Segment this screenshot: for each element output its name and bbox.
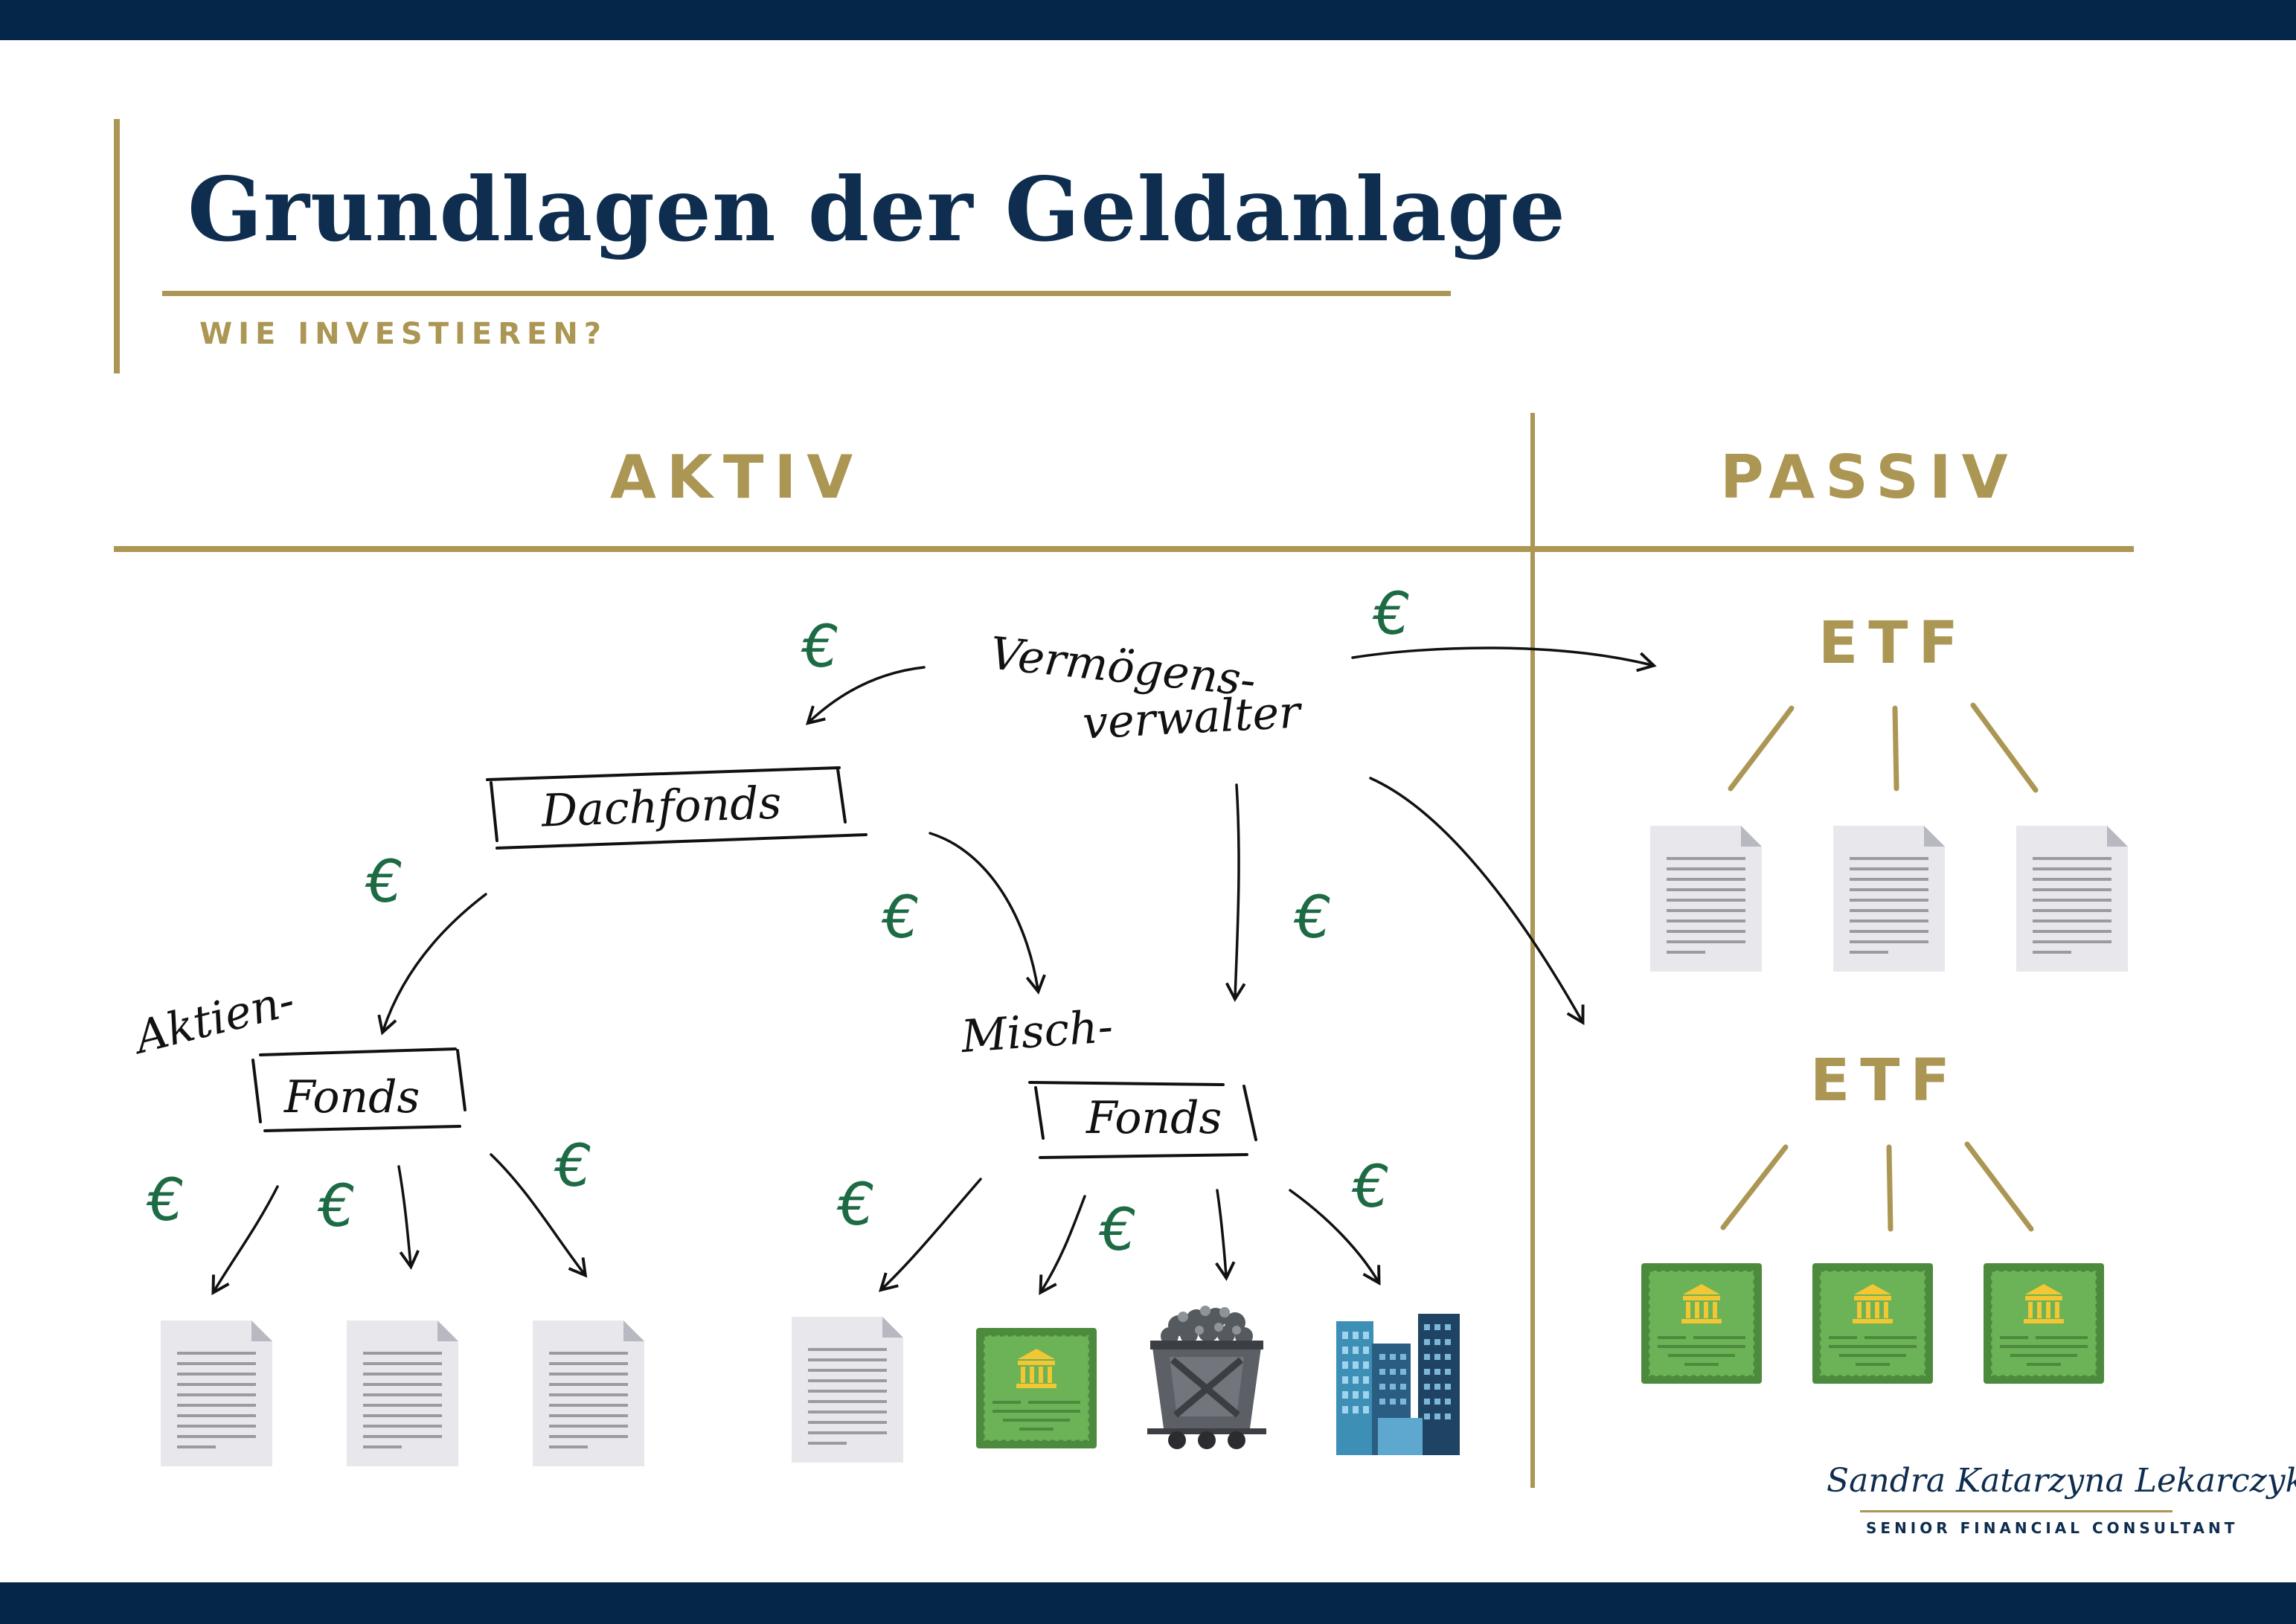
euro-icon: €	[1293, 885, 1332, 951]
euro-icon: €	[1372, 581, 1411, 648]
passiv-heading: PASSIV	[1720, 443, 2018, 512]
arrow-dachfonds-to-aktienfonds	[377, 893, 487, 1036]
arrow-misch-to-doc	[878, 1178, 982, 1292]
label-misch-fonds: Fonds	[1086, 1092, 1222, 1144]
commodity-mine-cart-icon	[1147, 1306, 1266, 1449]
bond-certificate-icon	[975, 1326, 1098, 1450]
aktiv-heading: AKTIV	[610, 443, 864, 512]
mischfonds-box	[1028, 1081, 1257, 1159]
page-title: Grundlagen der Geldanlage	[187, 158, 1566, 261]
label-aktien-fonds: Fonds	[284, 1071, 420, 1123]
etf1-connector-right	[1970, 702, 2039, 793]
euro-icon: €	[836, 1172, 875, 1239]
arrow-dachfonds-to-mischfonds	[929, 832, 1046, 995]
stock-document-icon	[159, 1319, 274, 1468]
arrow-aktien-to-doc1	[211, 1185, 279, 1295]
arrow-aktien-to-doc2	[397, 1165, 420, 1270]
euro-icon: €	[881, 885, 920, 951]
etf2-connector-right	[1964, 1141, 2034, 1232]
signature-rule	[1860, 1510, 2172, 1512]
stock-document-icon	[790, 1315, 905, 1464]
etf1-connector-middle	[1892, 705, 1899, 792]
stock-document-icon	[1649, 824, 1763, 973]
stock-document-icon	[345, 1319, 460, 1468]
dachfonds-box	[486, 766, 868, 850]
euro-icon: €	[365, 849, 403, 916]
bottom-bar	[0, 1582, 2296, 1624]
title-underline	[162, 291, 1451, 296]
stock-document-icon	[1832, 824, 1946, 973]
bond-certificate-icon	[1811, 1262, 1934, 1385]
stock-document-icon	[531, 1319, 646, 1468]
etf1-connector-left	[1728, 705, 1795, 792]
euro-icon: €	[801, 614, 839, 681]
arrow-misch-to-bond	[1039, 1195, 1086, 1295]
euro-icon: €	[554, 1133, 592, 1200]
etf-label-2: ETF	[1810, 1047, 1960, 1114]
etf2-connector-middle	[1886, 1144, 1893, 1232]
euro-icon: €	[146, 1167, 185, 1234]
diagram-canvas: € € € € € € € € € € €	[114, 413, 2134, 1488]
bond-certificate-icon	[1982, 1262, 2106, 1385]
arrow-verwalter-to-passiv	[1369, 777, 1585, 1026]
arrow-aktien-to-doc3	[490, 1153, 588, 1278]
arrow-verwalter-to-etf	[1351, 646, 1657, 673]
euro-icon: €	[1351, 1154, 1390, 1221]
etf-label-1: ETF	[1818, 610, 1969, 677]
aktienfonds-box	[251, 1047, 466, 1132]
euro-icon: €	[317, 1173, 356, 1240]
page-subtitle: WIE INVESTIEREN?	[199, 317, 607, 351]
top-bar	[0, 0, 2296, 40]
arrow-misch-to-buildings	[1289, 1189, 1381, 1286]
author-role: SENIOR FINANCIAL CONSULTANT	[1866, 1519, 2239, 1537]
bond-certificate-icon	[1640, 1262, 1763, 1385]
arrow-misch-to-cart	[1215, 1189, 1236, 1281]
real-estate-buildings-icon	[1336, 1314, 1460, 1455]
etf2-connector-left	[1720, 1144, 1789, 1230]
author-signature: Sandra Katarzyna Lekarczyk	[1827, 1462, 2296, 1500]
euro-icon: €	[1098, 1197, 1137, 1264]
arrow-verwalter-to-dachfonds	[805, 666, 926, 725]
stock-document-icon	[2015, 824, 2129, 973]
arrow-verwalter-to-mischfonds	[1225, 783, 1246, 1002]
title-accent-bar	[114, 119, 120, 373]
